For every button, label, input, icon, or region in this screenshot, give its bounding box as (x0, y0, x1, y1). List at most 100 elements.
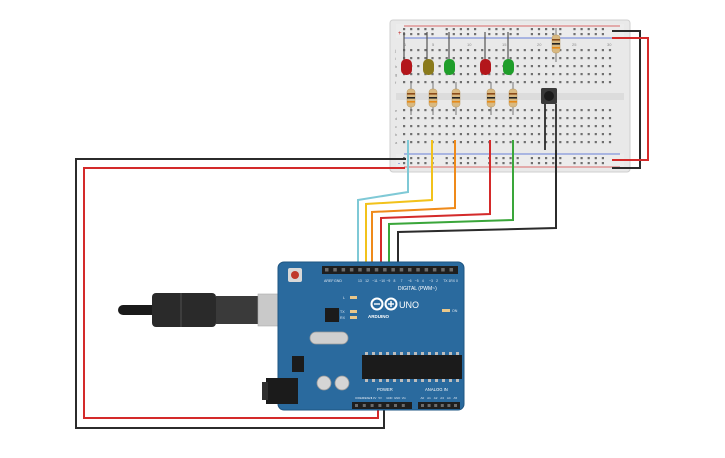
digital-header-hole[interactable] (325, 268, 329, 272)
led-3[interactable] (444, 32, 455, 75)
chip-pin-bottom (372, 379, 375, 382)
digital-header-hole[interactable] (449, 268, 454, 272)
rail-hole (417, 157, 420, 160)
power-header-hole[interactable] (386, 404, 390, 407)
power-header-hole[interactable] (378, 404, 382, 407)
rail-hole (516, 28, 519, 31)
breadboard-hole (474, 65, 477, 68)
wire-red-5v[interactable] (83, 167, 405, 419)
digital-header-hole[interactable] (366, 268, 371, 272)
power-header-hole[interactable] (362, 404, 366, 407)
led-4[interactable] (480, 32, 491, 75)
breadboard-hole (552, 109, 555, 112)
digital-header-hole[interactable] (441, 268, 445, 272)
led-1[interactable] (401, 32, 412, 75)
led-2[interactable] (423, 32, 434, 75)
breadboard-hole (516, 125, 519, 128)
analog-header-hole[interactable] (447, 404, 451, 407)
breadboard-hole (580, 141, 583, 144)
rail-hole (452, 33, 455, 36)
digital-header-hole[interactable] (424, 268, 429, 272)
breadboard-hole (424, 81, 427, 84)
wire-green-pin9[interactable] (388, 140, 514, 268)
rail-minus-label: - (398, 161, 400, 167)
resistor-4[interactable] (486, 82, 496, 115)
breadboard-hole (445, 141, 448, 144)
rail-hole (509, 33, 512, 36)
digital-pin-label: ~10 (379, 279, 385, 283)
rail-hole (580, 157, 583, 160)
analog-pin-label: A4 (447, 396, 451, 400)
digital-pin-label: ~5 (415, 279, 419, 283)
push-button[interactable] (541, 88, 557, 150)
breadboard-hole (452, 49, 455, 52)
digital-header-hole[interactable] (432, 268, 437, 272)
resistor-1[interactable] (406, 82, 416, 115)
digital-header-hole[interactable] (358, 268, 362, 272)
breadboard-hole (509, 117, 512, 120)
digital-header-hole[interactable] (383, 268, 387, 272)
digital-header-hole[interactable] (341, 268, 346, 272)
digital-header-hole[interactable] (391, 268, 395, 272)
power-header-hole[interactable] (355, 404, 358, 407)
wire-red-pin10[interactable] (380, 140, 491, 268)
resistor-2-band-2 (429, 97, 437, 99)
breadboard-hole (530, 109, 533, 112)
digital-header-hole[interactable] (349, 268, 354, 272)
analog-pin-label: A3 (440, 396, 444, 400)
breadboard-hole (608, 133, 612, 136)
wire-black-rail-jumper[interactable] (612, 30, 641, 169)
chip-pin-top (428, 352, 431, 355)
wire-yellow-pin12[interactable] (365, 140, 433, 268)
breadboard-hole (580, 57, 583, 60)
breadboard-hole (459, 141, 462, 144)
digital-header-hole[interactable] (333, 268, 337, 272)
breadboard-hole (594, 109, 597, 112)
breadboard-hole (566, 73, 569, 76)
wire-red-rail-jumper[interactable] (612, 37, 649, 161)
resistor-button-pullup[interactable] (551, 28, 561, 62)
breadboard-hole (594, 117, 597, 120)
breadboard-hole (516, 117, 519, 120)
rail-hole (537, 162, 541, 165)
analog-header-hole[interactable] (454, 404, 457, 407)
wire-cyan-pin13[interactable] (357, 140, 409, 268)
usb-cable[interactable] (118, 293, 293, 327)
analog-header-hole[interactable] (440, 404, 444, 407)
rail-hole (552, 162, 555, 165)
analog-header-hole[interactable] (421, 404, 424, 407)
analog-header-hole[interactable] (427, 404, 431, 407)
wire-orange-pin11[interactable] (371, 140, 456, 268)
digital-header-hole[interactable] (408, 268, 412, 272)
rail-hole (474, 157, 477, 160)
resistor-3[interactable] (451, 82, 461, 115)
rail-hole (516, 33, 519, 36)
chip-pin-top (414, 352, 417, 355)
capacitor-1 (316, 375, 332, 391)
analog-header-hole[interactable] (434, 404, 438, 407)
power-header-hole[interactable] (394, 404, 397, 407)
rail-hole (502, 157, 505, 160)
digital-header-hole[interactable] (416, 268, 420, 272)
rail-hole (410, 157, 413, 160)
breadboard-hole (466, 109, 470, 112)
wire-black-pin8[interactable] (397, 150, 557, 268)
digital-header-hole[interactable] (374, 268, 379, 272)
resistor-2[interactable] (428, 82, 438, 115)
resistor-5[interactable] (508, 82, 518, 115)
column-number-25: 25 (572, 42, 577, 47)
breadboard-hole (587, 49, 590, 52)
power-header-hole[interactable] (401, 404, 405, 407)
wire-black-gnd[interactable] (75, 158, 406, 429)
rail-hole (516, 157, 519, 160)
breadboard-hole (573, 65, 576, 68)
led-5[interactable] (503, 32, 514, 75)
power-header-hole[interactable] (370, 404, 374, 407)
rail-hole (594, 33, 597, 36)
rail-hole (452, 28, 455, 31)
breadboard-hole (474, 125, 477, 128)
breadboard-hole (545, 81, 548, 84)
digital-header-hole[interactable] (399, 268, 404, 272)
breadboard-hole (502, 117, 505, 120)
